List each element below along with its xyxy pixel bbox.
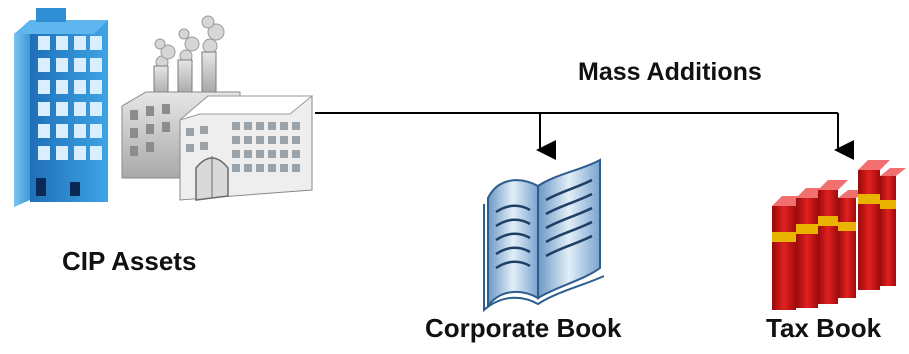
mass-additions-label: Mass Additions: [578, 58, 762, 86]
cip-assets-label: CIP Assets: [62, 246, 197, 276]
buildings-icon: [14, 8, 314, 207]
open-book-icon: [483, 158, 605, 313]
books-stack-icon: [772, 160, 906, 310]
corporate-book-label: Corporate Book: [425, 313, 622, 343]
tax-book-label: Tax Book: [766, 313, 882, 343]
connector-lines: [315, 112, 854, 160]
